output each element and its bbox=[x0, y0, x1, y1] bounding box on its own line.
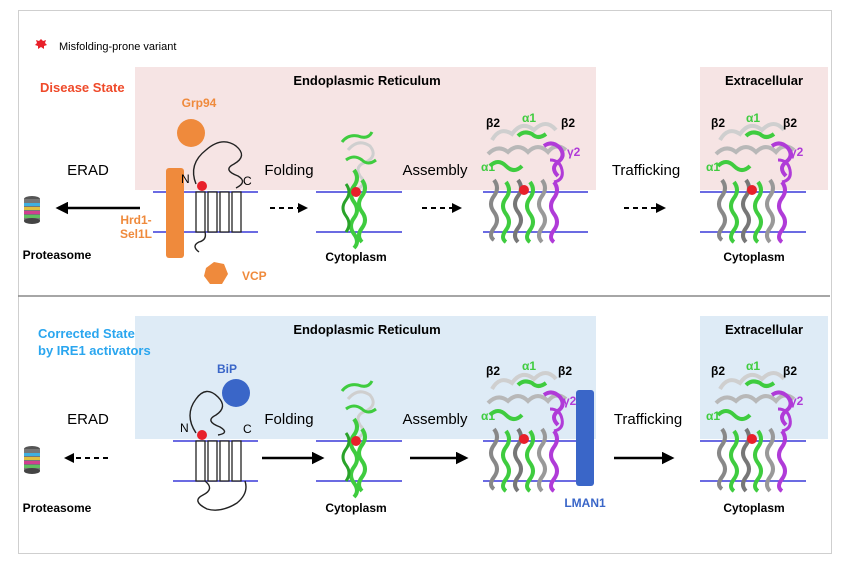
vcp-shape bbox=[204, 262, 228, 284]
grp94-shape bbox=[177, 119, 205, 147]
svg-text:γ2: γ2 bbox=[790, 145, 804, 159]
svg-text:β2: β2 bbox=[558, 364, 572, 378]
c-terminus-top: C bbox=[243, 174, 252, 188]
vcp-label: VCP bbox=[242, 269, 267, 283]
svg-text:β2: β2 bbox=[783, 364, 797, 378]
svg-text:α1: α1 bbox=[522, 359, 536, 373]
n-terminus-top: N bbox=[181, 172, 190, 186]
variant-marker-icon bbox=[35, 39, 47, 49]
bip-shape bbox=[222, 379, 250, 407]
svg-text:β2: β2 bbox=[783, 116, 797, 130]
subunit-labels-bottom-er: β2 α1 β2 α1 γ2 bbox=[481, 359, 577, 423]
unfolded-protein-top bbox=[192, 141, 244, 253]
bip-label: BiP bbox=[217, 362, 237, 376]
hrd1-label-line1: Hrd1- bbox=[120, 213, 151, 227]
corrected-state-label-line1: Corrected State bbox=[38, 326, 135, 341]
er-label-bottom: Endoplasmic Reticulum bbox=[293, 322, 440, 337]
svg-text:β2: β2 bbox=[486, 116, 500, 130]
folding-label-bottom: Folding bbox=[264, 411, 313, 428]
folding-label-top: Folding bbox=[264, 162, 313, 179]
trafficking-label-bottom: Trafficking bbox=[614, 411, 682, 428]
svg-text:α1: α1 bbox=[522, 111, 536, 125]
cytoplasm-label-bottom-1: Cytoplasm bbox=[325, 501, 386, 515]
unfolded-protein-bottom bbox=[189, 390, 247, 511]
membranes-bottom bbox=[173, 440, 806, 482]
assembly-label-top: Assembly bbox=[402, 162, 468, 179]
svg-text:α1: α1 bbox=[481, 160, 495, 174]
svg-text:α1: α1 bbox=[746, 359, 760, 373]
disease-state-label: Disease State bbox=[40, 80, 125, 95]
top-panel: Misfolding-prone variant Disease State E… bbox=[23, 39, 828, 284]
svg-text:α1: α1 bbox=[746, 111, 760, 125]
svg-text:α1: α1 bbox=[706, 160, 720, 174]
trafficking-label-top: Trafficking bbox=[612, 162, 680, 179]
proteasome-label-bottom: Proteasome bbox=[23, 501, 92, 515]
extracellular-label-bottom: Extracellular bbox=[725, 322, 803, 337]
cytoplasm-label-bottom-2: Cytoplasm bbox=[723, 501, 784, 515]
lman1-shape bbox=[576, 390, 594, 486]
svg-text:β2: β2 bbox=[711, 116, 725, 130]
svg-text:γ2: γ2 bbox=[790, 394, 804, 408]
legend-label: Misfolding-prone variant bbox=[59, 41, 176, 53]
subunit-labels-top-surface: β2 α1 β2 α1 γ2 bbox=[706, 111, 804, 174]
cytoplasm-label-top-2: Cytoplasm bbox=[723, 250, 784, 264]
membranes-top bbox=[153, 191, 806, 233]
lman1-label: LMAN1 bbox=[564, 496, 606, 510]
extracellular-label-top: Extracellular bbox=[725, 73, 803, 88]
n-terminus-bottom: N bbox=[180, 421, 189, 435]
cytoplasm-label-top-1: Cytoplasm bbox=[325, 250, 386, 264]
proteasome-icon-bottom bbox=[24, 446, 40, 474]
svg-text:β2: β2 bbox=[486, 364, 500, 378]
erad-label-bottom: ERAD bbox=[67, 411, 109, 428]
assembly-label-bottom: Assembly bbox=[402, 411, 468, 428]
svg-text:γ2: γ2 bbox=[567, 145, 581, 159]
svg-text:α1: α1 bbox=[481, 409, 495, 423]
legend: Misfolding-prone variant bbox=[35, 39, 176, 53]
proteasome-label-top: Proteasome bbox=[23, 248, 92, 262]
subunit-labels-bottom-surface: β2 α1 β2 α1 γ2 bbox=[706, 359, 804, 423]
grp94-label: Grp94 bbox=[182, 96, 217, 110]
hrd1-sel1l-shape bbox=[166, 168, 184, 258]
svg-text:β2: β2 bbox=[561, 116, 575, 130]
c-terminus-bottom: C bbox=[243, 422, 252, 436]
er-label-top: Endoplasmic Reticulum bbox=[293, 73, 440, 88]
bottom-panel: Corrected State by IRE1 activators Endop… bbox=[23, 316, 828, 515]
hrd1-label-line2: Sel1L bbox=[120, 227, 152, 241]
proteasome-icon-top bbox=[24, 196, 40, 224]
corrected-state-label-line2: by IRE1 activators bbox=[38, 343, 151, 358]
svg-text:γ2: γ2 bbox=[563, 394, 577, 408]
svg-text:α1: α1 bbox=[706, 409, 720, 423]
erad-label-top: ERAD bbox=[67, 162, 109, 179]
svg-text:β2: β2 bbox=[711, 364, 725, 378]
subunit-labels-top-er: β2 α1 β2 α1 γ2 bbox=[481, 111, 581, 174]
